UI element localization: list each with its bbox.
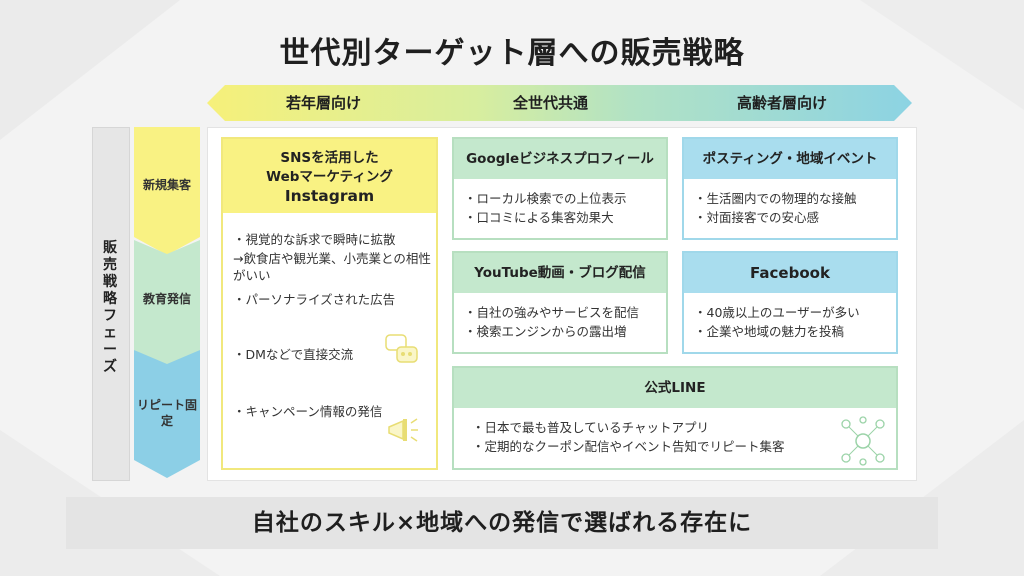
band-label-senior: 高齢者層向け <box>737 94 828 112</box>
conclusion-banner: 自社のスキル×地域への発信で選ばれる存在に <box>66 497 938 549</box>
line-card-header: 公式LINE <box>454 368 896 408</box>
instagram-head-line1: SNSを活用した <box>280 150 379 166</box>
band-label-all: 全世代共通 <box>513 94 589 112</box>
phase-column <box>92 127 130 481</box>
instagram-point-5: ・キャンペーン情報の発信 <box>233 404 383 419</box>
posting-event-card: ポスティング・地域イベント ・生活圏内での物理的な接触 ・対面接客での安心感 <box>682 137 898 240</box>
audience-band <box>207 85 912 121</box>
band-label-youth: 若年層向け <box>286 94 362 112</box>
line-point-1: ・日本で最も普及しているチャットアプリ <box>472 420 710 435</box>
line-point-2: ・定期的なクーポン配信やイベント告知でリピート集客 <box>472 439 785 454</box>
phase-chevron-1 <box>134 127 200 255</box>
youtube-point-2: ・検索エンジンからの露出増 <box>464 324 627 339</box>
posting-point-2: ・対面接客での安心感 <box>694 210 820 225</box>
network-people-icon <box>841 416 885 466</box>
instagram-point-3: ・パーソナライズされた広告 <box>233 292 396 307</box>
line-official-card: 公式LINE ・日本で最も普及しているチャットアプリ ・定期的なクーポン配信やイ… <box>452 366 898 470</box>
facebook-point-1: ・40歳以上のユーザーが多い <box>694 305 860 320</box>
google-point-1: ・ローカル検索での上位表示 <box>464 191 627 206</box>
megaphone-icon <box>388 418 418 442</box>
youtube-blog-card: YouTube動画・ブログ配信 ・自社の強みやサービスを配信 ・検索エンジンから… <box>452 251 668 354</box>
phase-label: 販売戦略フェーズ <box>103 240 117 375</box>
instagram-point-2: →飲食店や観光業、小売業との相性がいい <box>233 251 431 283</box>
instagram-card: SNSを活用した Webマーケティング Instagram ・視覚的な訴求で瞬時… <box>221 137 438 470</box>
google-business-card: Googleビジネスプロフィール ・ローカル検索での上位表示 ・口コミによる集客… <box>452 137 668 240</box>
posting-point-1: ・生活圏内での物理的な接触 <box>694 191 857 206</box>
facebook-card-header: Facebook <box>684 253 896 293</box>
instagram-point-1: ・視覚的な訴求で瞬時に拡散 <box>233 232 396 247</box>
phase-chevron-2 <box>134 240 200 368</box>
phase-new-customers: 新規集客 <box>142 178 191 192</box>
phase-repeat: リピート固定 <box>136 398 197 428</box>
instagram-card-header: SNSを活用した Webマーケティング Instagram <box>223 139 436 213</box>
google-card-header: Googleビジネスプロフィール <box>454 139 666 179</box>
facebook-point-2: ・企業や地域の魅力を投稿 <box>694 324 845 339</box>
instagram-head-line2: Webマーケティング <box>266 169 393 185</box>
youtube-point-1: ・自社の強みやサービスを配信 <box>464 305 640 320</box>
phase-chevron-3 <box>134 350 200 478</box>
google-point-2: ・口コミによる集客効果大 <box>464 210 614 225</box>
facebook-card: Facebook ・40歳以上のユーザーが多い ・企業や地域の魅力を投稿 <box>682 251 898 354</box>
phase-education: 教育発信 <box>142 292 191 306</box>
instagram-point-4: ・DMなどで直接交流 <box>233 347 354 362</box>
instagram-head-line3: Instagram <box>284 187 375 205</box>
chat-bubbles-icon <box>385 334 418 363</box>
page-title: 世代別ターゲット層への販売戦略 <box>279 36 745 71</box>
posting-card-header: ポスティング・地域イベント <box>684 139 896 179</box>
youtube-card-header: YouTube動画・ブログ配信 <box>454 253 666 293</box>
